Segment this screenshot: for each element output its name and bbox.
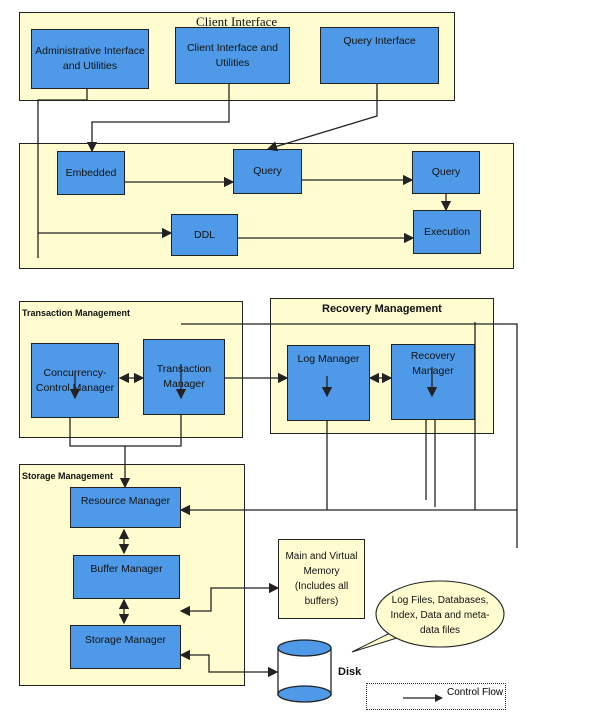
legend: Control Flow: [366, 683, 506, 710]
query-interface-node: Query Interface: [320, 27, 439, 84]
log-manager-node: Log Manager: [287, 345, 370, 421]
main-virtual-memory-node: Main and Virtual Memory (Includes all bu…: [278, 539, 365, 619]
disk-cylinder-icon: [277, 639, 332, 703]
legend-arrow-icon: [403, 694, 443, 702]
query-execution-node: Query: [412, 151, 480, 194]
ddl-node: DDL: [171, 214, 238, 256]
transaction-manager-node: Transaction Manager: [143, 339, 225, 415]
execution-node: Execution: [413, 210, 481, 254]
storage-management-title: Storage Management: [22, 471, 114, 481]
buffer-manager-node: Buffer Manager: [73, 555, 180, 599]
resource-manager-node: Resource Manager: [70, 487, 181, 528]
admin-interface-node: Administrative Interface and Utilities: [31, 29, 149, 89]
client-interface-utilities-node: Client Interface and Utilities: [175, 27, 290, 84]
client-interface-title: Client Interface: [196, 14, 278, 29]
storage-manager-node: Storage Manager: [70, 625, 181, 669]
embedded-node: Embedded: [57, 151, 125, 195]
legend-label: Control Flow: [447, 687, 504, 698]
recovery-manager-node: Recovery Manager: [391, 344, 475, 420]
recovery-management-title: Recovery Management: [322, 303, 442, 315]
disk-label: Disk: [338, 666, 362, 678]
callout-text: Log Files, Databases, Index, Data and me…: [390, 595, 490, 636]
callout-bubble: [351, 580, 505, 653]
transaction-management-title: Transaction Management: [22, 308, 131, 318]
